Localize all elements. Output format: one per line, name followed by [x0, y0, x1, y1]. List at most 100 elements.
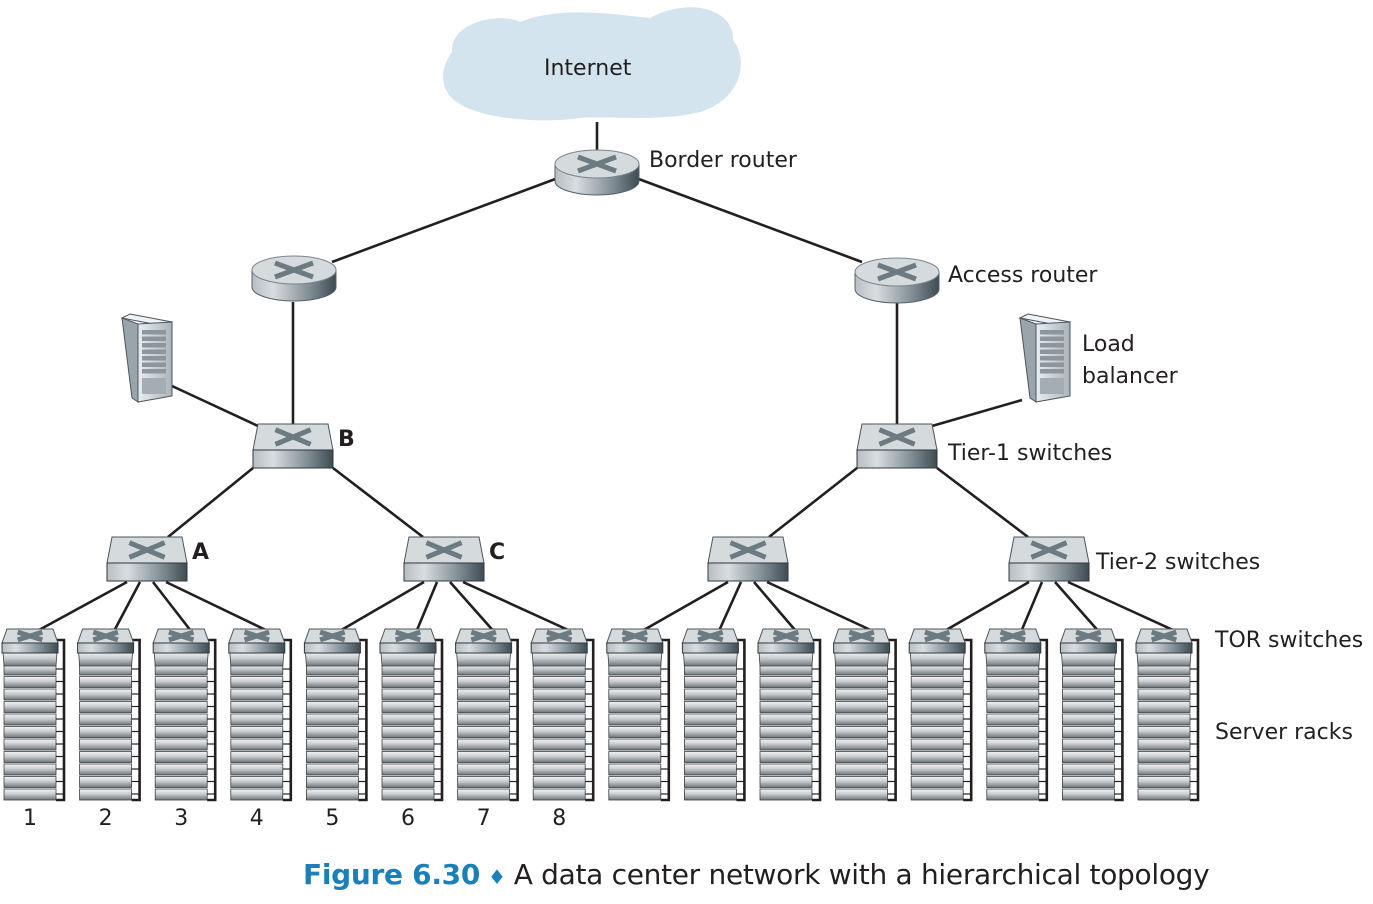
server-rack: [78, 638, 141, 802]
server: [986, 713, 1040, 726]
tier2-switch-4: [1008, 536, 1090, 582]
link-tier2-tor: [449, 581, 494, 631]
server: [684, 751, 737, 763]
tor-switch: [984, 628, 1042, 654]
x-mark-icon: [319, 629, 346, 643]
server: [457, 776, 511, 788]
x-mark-icon: [16, 629, 44, 643]
link-tier2-tor: [38, 580, 128, 632]
x-mark-icon: [243, 629, 270, 643]
links-layer: [38, 122, 1174, 632]
rack-cable: [207, 638, 217, 802]
server: [986, 726, 1040, 738]
server: [759, 751, 813, 763]
server: [986, 776, 1040, 788]
server: [910, 676, 964, 688]
server: [3, 776, 57, 788]
server: [154, 726, 208, 738]
server: [457, 688, 511, 701]
server: [1137, 776, 1191, 788]
server: [835, 688, 888, 701]
tier2-switches-label: Tier-2 switches: [1096, 550, 1261, 575]
server: [79, 751, 132, 763]
server: [608, 676, 662, 688]
border-router-label: Border router: [649, 148, 797, 173]
tier2-switch-a: [106, 536, 188, 582]
access-router-label: Access router: [948, 263, 1098, 288]
server: [684, 788, 737, 801]
server: [608, 726, 662, 738]
server: [910, 776, 964, 788]
access-router-left: [251, 255, 337, 302]
link-tier2-tor: [945, 580, 1030, 632]
tor-switch: [832, 628, 891, 654]
server: [1137, 701, 1191, 713]
server: [230, 676, 284, 688]
server: [1062, 776, 1115, 788]
server: [759, 726, 813, 738]
server: [154, 776, 208, 788]
tor-switch: [454, 628, 513, 654]
server: [684, 738, 737, 751]
server: [305, 688, 359, 701]
server: [1062, 751, 1115, 763]
load-balancer-label-line1: Load: [1082, 332, 1135, 357]
server: [1137, 726, 1191, 738]
server: [986, 701, 1040, 713]
link-tier2-tor: [462, 580, 569, 632]
server: [154, 701, 208, 713]
rack-number: 2: [98, 806, 113, 831]
server: [759, 788, 813, 801]
server: [684, 688, 737, 701]
server: [759, 688, 813, 701]
server: [381, 726, 435, 738]
link-t1r-t2d: [936, 466, 1029, 539]
server: [305, 738, 359, 751]
server: [1062, 763, 1115, 776]
x-mark-icon: [1030, 540, 1068, 560]
server: [79, 788, 132, 801]
figure-number: Figure 6.30: [303, 858, 481, 891]
server: [79, 763, 132, 776]
server: [1137, 738, 1191, 751]
server: [3, 701, 57, 713]
server: [608, 713, 662, 726]
tor-switch: [76, 628, 135, 654]
server: [1137, 688, 1191, 701]
server: [684, 676, 737, 688]
server-rack: [456, 638, 519, 802]
server: [457, 763, 511, 776]
rack-number: 5: [325, 806, 340, 831]
server: [835, 726, 888, 738]
server: [684, 713, 737, 726]
rack-cable: [509, 638, 519, 802]
x-mark-icon: [274, 427, 312, 447]
x-mark-icon: [729, 540, 767, 560]
link-tier2-tor: [165, 580, 267, 632]
server: [154, 688, 208, 701]
server: [230, 688, 284, 701]
tier2-switch-c: [403, 536, 485, 582]
tor-switch: [152, 628, 210, 654]
server: [230, 763, 284, 776]
link-tier2-tor: [340, 580, 425, 632]
rack-number: 7: [476, 806, 491, 831]
link-lbright-tier1right: [931, 398, 1023, 428]
server: [910, 738, 964, 751]
server: [910, 688, 964, 701]
server: [986, 788, 1040, 801]
server: [79, 701, 132, 713]
rack-cable: [358, 638, 368, 802]
server: [986, 688, 1040, 701]
server: [381, 688, 435, 701]
load-balancer-right-server-icon: [1018, 313, 1072, 403]
server-rack: [607, 638, 671, 802]
server: [1062, 688, 1115, 701]
server: [1062, 788, 1115, 801]
server: [986, 676, 1040, 688]
x-mark-icon: [878, 427, 916, 447]
server: [305, 788, 359, 801]
server: [230, 713, 284, 726]
tor-switch: [681, 628, 740, 654]
